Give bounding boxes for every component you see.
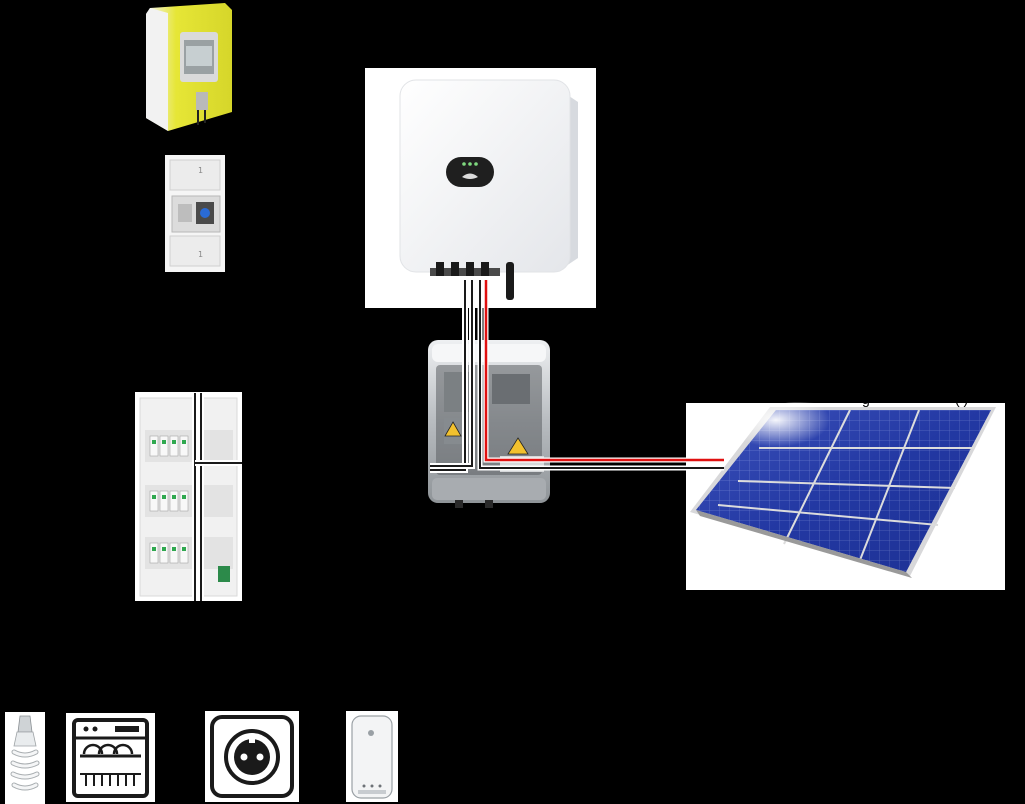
main-breaker-icon: 1 1 — [165, 155, 225, 272]
ac-cable-board — [192, 393, 242, 601]
svg-text:1: 1 — [198, 166, 203, 175]
ac-cable-inverter — [430, 280, 475, 473]
distribution-board-icon — [135, 392, 242, 601]
ac-dc-protection-box-icon — [428, 340, 550, 508]
panel-label-fragment-bracket: ( ) — [955, 391, 969, 407]
linky-meter-icon — [146, 3, 232, 131]
hybrid-inverter-icon — [365, 68, 596, 308]
solar-panel-array-icon — [686, 402, 1005, 590]
wall-socket-icon — [205, 711, 299, 802]
cfl-bulb-icon — [5, 712, 45, 804]
panel-label-fragment: g — [862, 391, 870, 407]
dc-cable-pv — [477, 280, 724, 471]
water-heater-icon — [346, 711, 398, 802]
dishwasher-icon — [66, 713, 155, 802]
svg-text:1: 1 — [198, 250, 203, 259]
